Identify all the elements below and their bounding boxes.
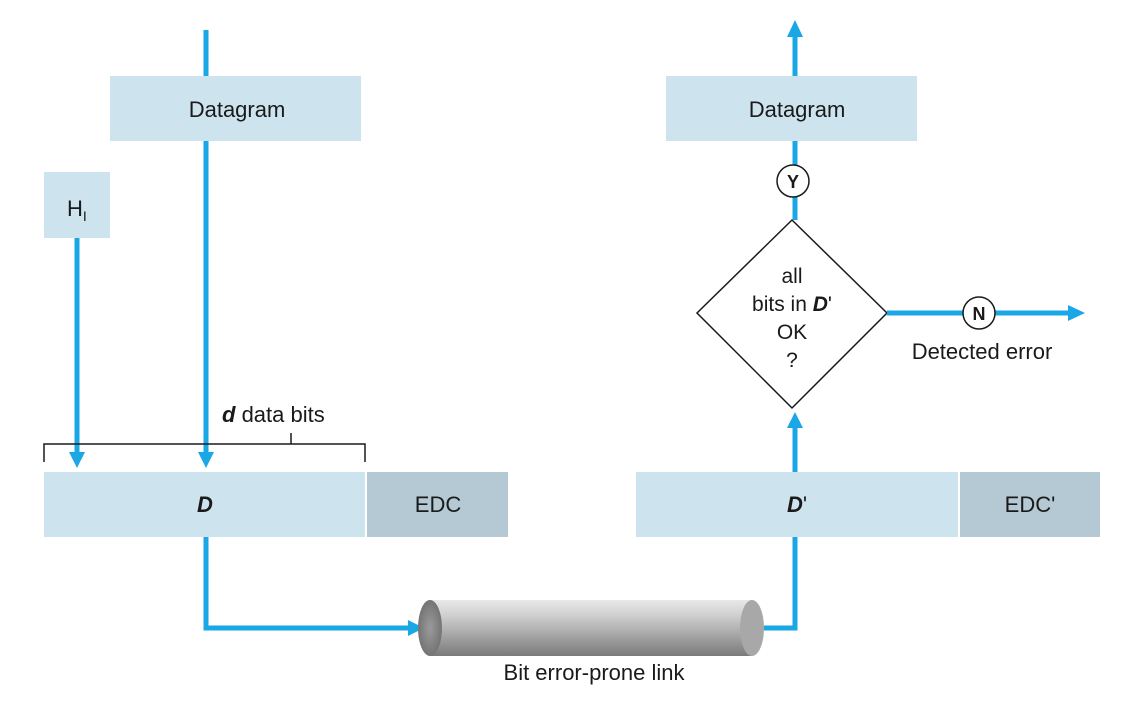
receiver-data-field — [636, 472, 958, 537]
decision-line-3: OK — [777, 321, 807, 344]
yes-circle — [776, 164, 810, 198]
receiver-data-field-label: D' — [787, 492, 807, 517]
sender-datagram-box — [110, 76, 361, 141]
sender-edc-label: EDC — [415, 492, 462, 517]
header-label: HI — [67, 196, 87, 224]
receiver-edc-field — [960, 472, 1100, 537]
yes-label: Y — [787, 172, 799, 192]
sender-datagram-label: Datagram — [189, 97, 286, 122]
header-arrowhead — [69, 452, 85, 468]
decision-line-2: bits in D' — [752, 293, 832, 316]
link-tube — [418, 600, 764, 656]
data-bits-label: d data bits — [222, 402, 325, 427]
link-to-receiver-line — [764, 537, 798, 631]
decision-diamond — [695, 218, 889, 410]
sender-data-field-label: D — [197, 492, 213, 517]
receiver-to-decision-arrowhead — [787, 412, 803, 428]
data-bits-bracket — [43, 433, 366, 462]
decision-line-4: ? — [786, 349, 798, 372]
detected-error-label: Detected error — [912, 339, 1053, 364]
decision-line-1: all — [781, 265, 802, 288]
no-label: N — [973, 304, 986, 324]
sender-edc-field — [367, 472, 508, 537]
receiver-datagram-label: Datagram — [749, 97, 846, 122]
sender-datagram-arrowhead — [198, 452, 214, 468]
sender-data-field — [44, 472, 365, 537]
receiver-edc-label: EDC' — [1005, 492, 1056, 517]
no-path-arrowhead — [1068, 305, 1085, 321]
header-box — [44, 172, 110, 238]
yes-path-arrowhead — [787, 20, 803, 37]
sender-to-link-arrowhead — [408, 620, 424, 636]
link-label: Bit error-prone link — [504, 660, 686, 685]
no-circle — [962, 296, 996, 330]
sender-to-link-line — [203, 537, 410, 631]
receiver-datagram-box — [666, 76, 917, 141]
